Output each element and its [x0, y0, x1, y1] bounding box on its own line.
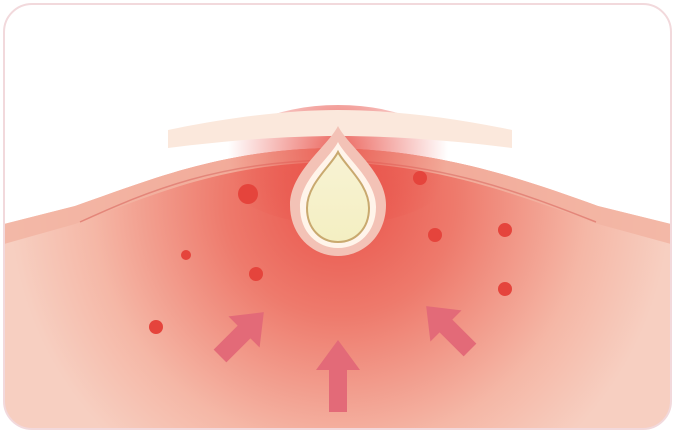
bacteria-dot	[413, 171, 427, 185]
bacteria-dot	[181, 250, 191, 260]
bacteria-dot	[238, 184, 258, 204]
bacteria-dot	[498, 223, 512, 237]
bacteria-dot	[249, 267, 263, 281]
bacteria-dot	[428, 228, 442, 242]
bacteria-dot	[149, 320, 163, 334]
bacteria-dot	[498, 282, 512, 296]
